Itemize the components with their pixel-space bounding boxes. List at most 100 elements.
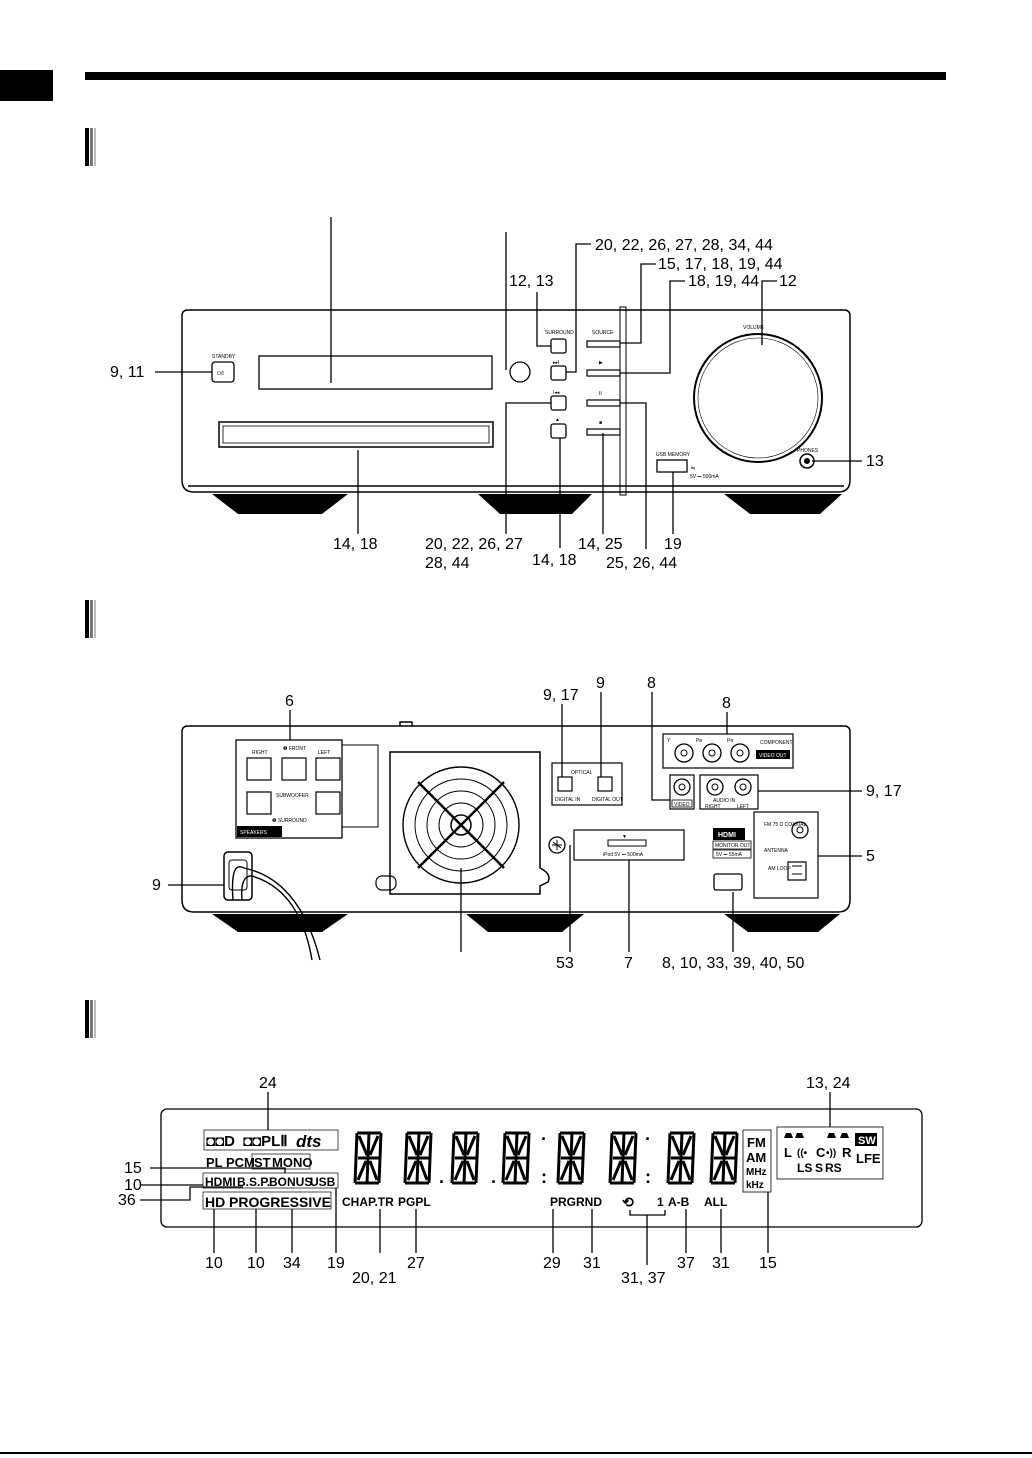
volume-knob[interactable] [693,333,823,463]
optical-label: OPTICAL [571,770,593,776]
usb-label: USB MEMORY [656,452,691,458]
component-pr-jack[interactable] [730,743,750,763]
video-jack[interactable] [673,778,691,796]
digital-out-label: DIGITAL OUT [592,797,623,803]
front-label-b: 15, 17, 18, 19, 44 [658,256,783,273]
usb-rating: 5V ⎓ 500mA [690,474,719,480]
front-foot-right [724,494,842,514]
section-marker-rear [85,600,96,638]
svg-text:■: ■ [599,420,602,426]
component-pb-label: Pʙ [696,738,702,744]
skip-forward-button[interactable] [550,365,567,381]
ind-progressive: PROGRESSIVE [229,1194,331,1210]
speaker-front-label: ❶ FRONT [283,746,306,752]
video-block [669,774,695,810]
disp-label-15: 15 [124,1160,142,1177]
ind-khz: kHz [746,1180,764,1191]
speaker-surround-label: ❷ SURROUND [272,818,307,824]
rear-body [181,725,851,913]
surround-left-terminal[interactable] [315,791,341,815]
front-display-window [258,355,493,390]
disp-label-b15: 15 [759,1255,777,1272]
front-label-left: 9, 11 [110,364,145,381]
eject-button[interactable] [550,423,567,439]
subwoofer-terminal[interactable] [281,757,307,781]
rear-label-6: 6 [285,693,294,710]
ind-dts: dts [296,1132,322,1151]
usb-port[interactable] [656,459,688,473]
segment-digit [709,1131,739,1185]
subwoofer-label: SUBWOOFER [276,793,309,799]
ind-ab: A-B [668,1195,690,1209]
section-marker-display [85,1000,96,1038]
digit-separator: : [645,1167,651,1187]
disp-label-b37: 37 [677,1255,695,1272]
ind-bonus: BONUS [269,1175,312,1189]
svg-text:⇋: ⇋ [691,466,695,472]
speaker-left-label: LEFT [318,750,330,756]
ind-hdmi: HDMI [205,1175,236,1189]
surround-button[interactable] [550,338,567,354]
front-label-b2a: 20, 22, 26, 27 [425,536,523,553]
ind-all: ALL [704,1195,727,1209]
source-button[interactable] [586,340,621,348]
digital-out-jack[interactable] [597,776,613,792]
ind-usb: USB [310,1175,336,1189]
rear-label-5: 5 [866,848,875,865]
segment-digit [666,1131,696,1185]
hdmi-label: HDMI [718,832,736,839]
svg-text:I◂◂: I◂◂ [553,390,560,396]
phones-label: PHONES [797,448,819,454]
front-label-b3: 14, 18 [532,552,577,569]
front-label-c: 18, 19, 44 [688,273,759,290]
front-right-terminal[interactable] [246,757,272,781]
front-label-right: 13 [866,453,884,470]
video-label: VIDEO [674,802,690,808]
ind-rs: RS [825,1161,842,1175]
svg-text:▸▸I: ▸▸I [553,360,559,366]
rear-label-8b: 8 [722,695,731,712]
audio-in-right-jack[interactable] [706,778,724,796]
rear-label-8a: 8 [647,675,656,692]
disp-label-b27: 27 [407,1255,425,1272]
audio-in-left-label: LEFT [737,804,749,810]
standby-label: STANDBY [212,354,236,360]
disp-label-b20-21: 20, 21 [352,1270,397,1287]
am-loop-terminal[interactable] [787,861,807,881]
rear-label-9b: 9 [152,877,161,894]
play-button[interactable] [586,369,621,377]
audio-in-left-jack[interactable] [734,778,752,796]
footer-rule [0,1452,1032,1454]
pause-button[interactable] [586,399,621,407]
rear-label-9-17b: 9, 17 [866,783,902,800]
component-block [662,733,794,769]
component-y-jack[interactable] [674,743,694,763]
digital-in-jack[interactable] [557,776,573,792]
segment-digit [450,1131,480,1185]
front-label-a: 20, 22, 26, 27, 28, 34, 44 [595,237,773,254]
ind-pgpl: PGPL [398,1195,431,1209]
fm-antenna-jack[interactable] [791,821,809,839]
surround-right-terminal[interactable] [246,791,272,815]
rear-foot-left [212,914,348,932]
rear-label-9-17a: 9, 17 [543,687,579,704]
ind-one: 1 [657,1195,664,1209]
antenna-block [753,811,819,899]
front-left-terminal[interactable] [315,757,341,781]
front-label-d: 12 [779,273,797,290]
disp-label-13-24: 13, 24 [806,1075,851,1092]
am-loop-label: AM LOOP [768,866,791,872]
front-label-b1: 14, 18 [333,536,378,553]
component-y-label: Y [667,738,671,744]
ipod-connector[interactable] [607,839,647,847]
segment-digit [353,1131,383,1185]
video-out-label: VIDEO OUT [759,753,787,759]
audio-in-label: AUDIO IN [713,798,736,804]
page-tab-marker [0,70,53,101]
component-pb-jack[interactable] [702,743,722,763]
rear-foot-center [466,914,584,932]
front-foot-center [478,494,592,514]
ind-c: C [816,1145,826,1160]
hdmi-port[interactable] [713,873,743,891]
skip-back-button[interactable] [550,395,567,411]
